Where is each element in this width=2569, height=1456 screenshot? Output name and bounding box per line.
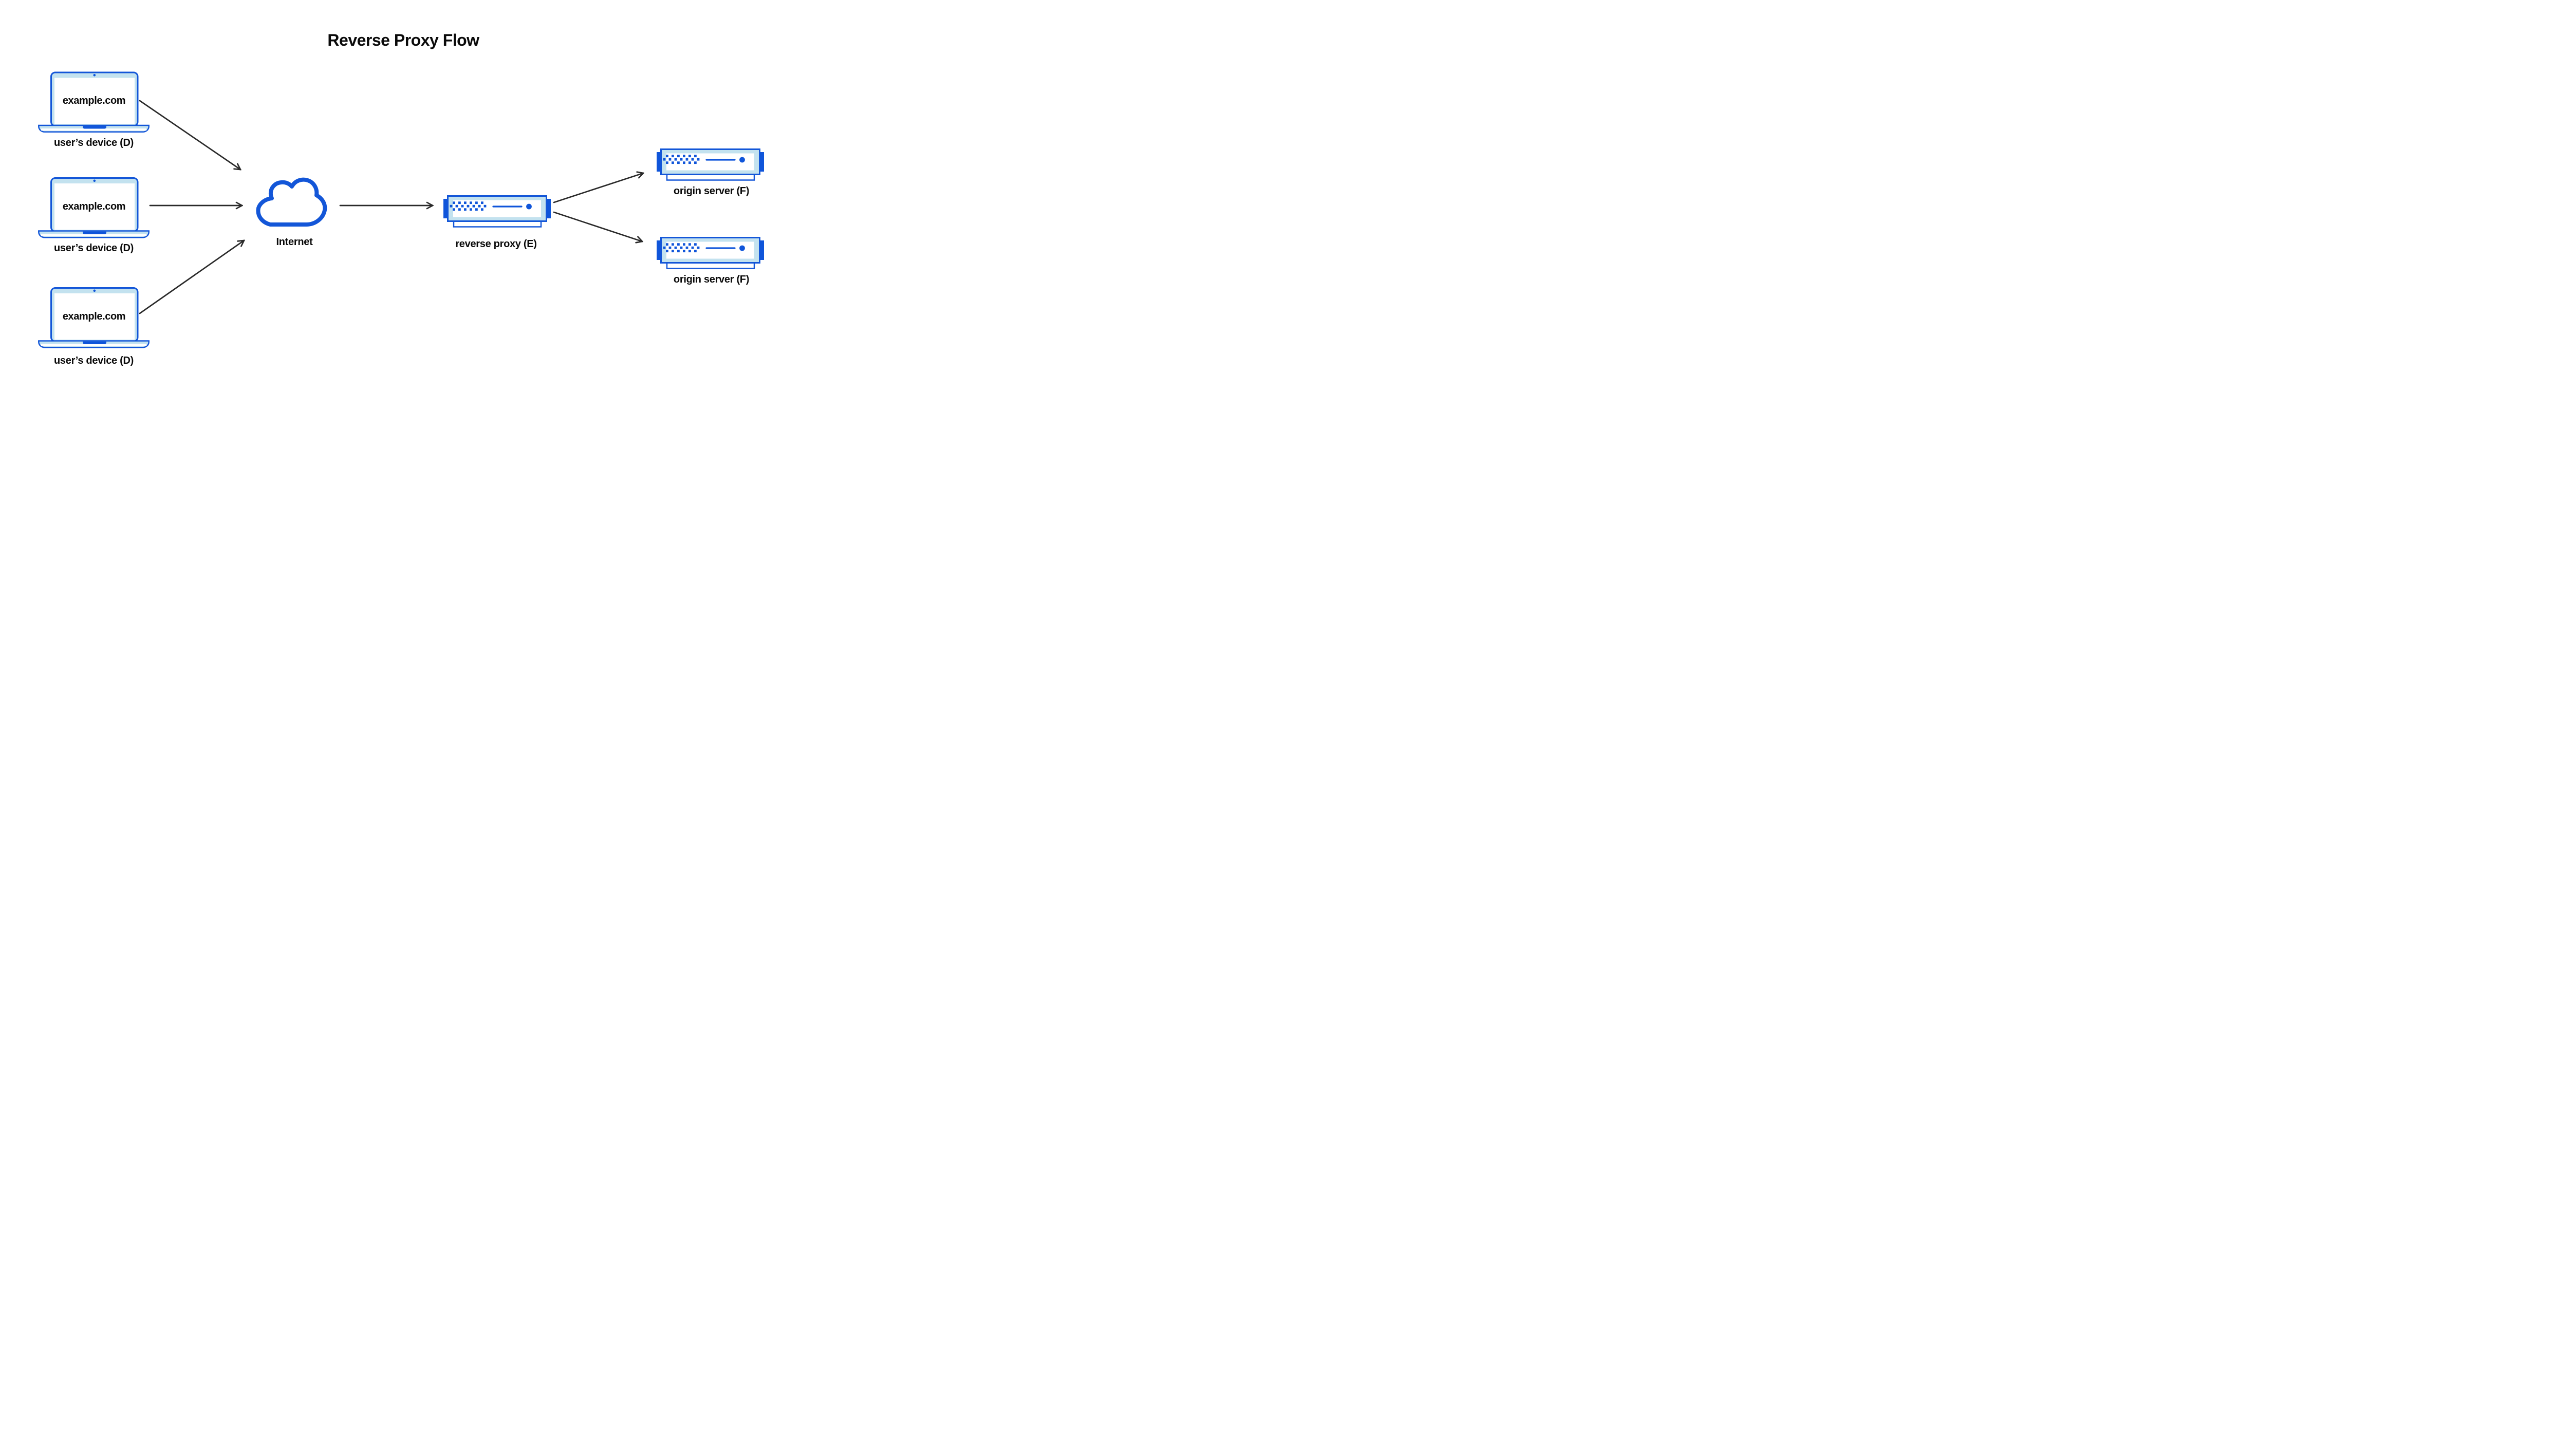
page-title: Reverse Proxy Flow — [327, 31, 479, 49]
diagram-canvas — [38, 71, 765, 348]
arrow-proxy-to-origin1 — [553, 173, 643, 203]
device-screen-url: example.com — [62, 95, 126, 106]
device-label: user’s device (D) — [54, 137, 134, 148]
arrow-proxy-to-origin2 — [553, 211, 642, 241]
device-label: user’s device (D) — [54, 242, 134, 254]
device-screen-url: example.com — [62, 200, 126, 212]
origin-server-label: origin server (F) — [673, 274, 750, 285]
reverse-proxy-label: reverse proxy (E) — [455, 238, 537, 250]
server-icon — [442, 195, 552, 228]
device-screen-url: example.com — [62, 310, 126, 322]
cloud-icon — [256, 177, 327, 227]
origin-server-label: origin server (F) — [673, 185, 750, 197]
arrow-device1-to-internet — [139, 100, 240, 170]
internet-label: Internet — [276, 236, 313, 248]
device-label: user’s device (D) — [54, 355, 134, 366]
server-icon — [656, 236, 765, 270]
diagram-page: Reverse Proxy Flow example.com user’s de… — [0, 0, 794, 397]
server-icon — [656, 148, 765, 181]
arrow-device3-to-internet — [139, 240, 244, 314]
